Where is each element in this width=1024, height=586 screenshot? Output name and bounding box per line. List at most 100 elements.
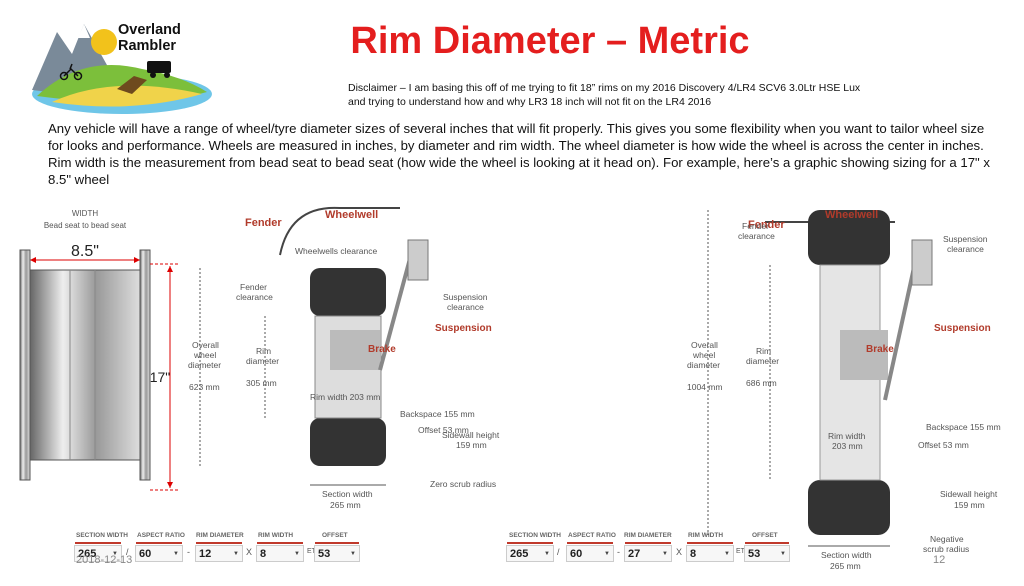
rim-diameter-line1: Rim — [256, 346, 271, 356]
offset-select[interactable]: 53▼ — [314, 542, 360, 562]
chevron-down-icon: ▼ — [233, 551, 239, 557]
rim-width-label: Rim width 203 mm — [310, 392, 380, 402]
brake-label: Brake — [368, 344, 396, 355]
logo-text-line1: Overland — [118, 22, 181, 38]
offset-header: OFFSET — [322, 532, 348, 539]
rim-diameter-header: RIM DIAMETER — [196, 532, 244, 539]
fender-clearance-1-r: Fender — [742, 221, 769, 231]
slash-separator-r: / — [557, 547, 560, 557]
aspect-ratio-header: ASPECT RATIO — [137, 532, 185, 539]
rim-diameter-line2: diameter — [246, 356, 279, 366]
section-width-line2: 265 mm — [330, 500, 361, 510]
chevron-down-icon: ▼ — [544, 551, 550, 557]
slide-date: 2018-12-13 — [76, 554, 133, 566]
rim-diameter-line2-r: diameter — [746, 356, 779, 366]
dash-separator: - — [187, 547, 190, 557]
offset-select-r[interactable]: 53▼ — [744, 542, 790, 562]
fender-clearance-1: Fender — [240, 282, 267, 292]
disclaimer-line1: Disclaimer – I am basing this off of me … — [348, 82, 861, 94]
aspect-ratio-select-r[interactable]: 60▼ — [566, 542, 614, 562]
rim-width-line1-r: Rim width — [828, 431, 866, 441]
chevron-down-icon: ▼ — [112, 551, 118, 557]
section-width-header-r: SECTION WIDTH — [509, 532, 561, 539]
offset-label: Offset 53 mm — [418, 425, 469, 435]
overall-line2-r: wheel — [692, 350, 715, 360]
x-separator-r: X — [676, 547, 683, 557]
page-title: Rim Diameter – Metric — [350, 20, 750, 62]
et-separator-r: ET — [736, 548, 745, 555]
rim-width-line2-r: 203 mm — [832, 441, 863, 451]
aspect-ratio-header-r: ASPECT RATIO — [568, 532, 616, 539]
section-width-line2-r: 265 mm — [830, 561, 861, 571]
sidewall-line2-r: 159 mm — [954, 500, 985, 510]
chevron-down-icon: ▼ — [780, 551, 786, 557]
negative-scrub-line2: scrub radius — [923, 544, 969, 554]
section-width-header: SECTION WIDTH — [76, 532, 128, 539]
sidewall-line1-r: Sidewall height — [940, 489, 998, 499]
chevron-down-icon: ▼ — [724, 551, 730, 557]
rim-height-value: 17" — [150, 369, 171, 385]
dash-separator-r: - — [617, 547, 620, 557]
rim-diameter-value-r: 686 mm — [746, 378, 777, 388]
rim-diameter-select-r[interactable]: 27▼ — [624, 542, 672, 562]
rim-width-graphic: WIDTH Bead seat to bead seat 8.5" 17" — [19, 209, 180, 491]
logo-text-line2: Rambler — [118, 38, 177, 54]
chevron-down-icon: ▼ — [294, 551, 300, 557]
wheelwells-clearance-label: Wheelwells clearance — [295, 246, 377, 256]
rim-diameter-line1-r: Rim — [756, 346, 771, 356]
negative-scrub-line1: Negative — [930, 534, 964, 544]
offset-header-r: OFFSET — [752, 532, 778, 539]
offset-label-r: Offset 53 mm — [918, 440, 969, 450]
rim-width-header: RIM WIDTH — [258, 532, 294, 539]
rim-diameter-select[interactable]: 12▼ — [195, 542, 243, 562]
fender-clearance-2-r: clearance — [738, 231, 775, 241]
rim-width-select-r[interactable]: 8▼ — [686, 542, 734, 562]
chevron-down-icon: ▼ — [173, 551, 179, 557]
section-width-select-r[interactable]: 265▼ — [506, 542, 554, 562]
tire-selector-left: SECTION WIDTH ASPECT RATIO RIM DIAMETER … — [0, 532, 400, 566]
suspension-clearance-1-r: Suspension — [943, 234, 988, 244]
overall-line2: wheel — [193, 350, 216, 360]
overall-value: 623 mm — [189, 382, 220, 392]
rim-width-select[interactable]: 8▼ — [256, 542, 304, 562]
rim-width-title: WIDTH — [72, 209, 98, 218]
section-width-select[interactable]: 265▼ — [74, 542, 122, 562]
backspace-label-r: Backspace 155 mm — [926, 422, 1001, 432]
x-separator: X — [246, 547, 253, 557]
rim-diameter-value: 305 mm — [246, 378, 277, 388]
fender-label-r: Fender — [748, 219, 785, 231]
chevron-down-icon: ▼ — [604, 551, 610, 557]
suspension-label: Suspension — [435, 323, 492, 334]
rim-width-header-r: RIM WIDTH — [688, 532, 724, 539]
aspect-ratio-select[interactable]: 60▼ — [135, 542, 183, 562]
suspension-clearance-2-r: clearance — [947, 244, 984, 254]
tire-selector-right: SECTION WIDTH ASPECT RATIO RIM DIAMETER … — [500, 532, 820, 566]
overall-line1-r: Overall — [691, 340, 718, 350]
section-width-line1: Section width — [322, 489, 373, 499]
zero-scrub-label: Zero scrub radius — [430, 479, 496, 489]
overall-line3-r: diameter — [687, 360, 720, 370]
chevron-down-icon: ▼ — [350, 551, 356, 557]
suspension-clearance-1: Suspension — [443, 292, 488, 302]
overall-line3: diameter — [188, 360, 221, 370]
rim-width-value: 8.5" — [71, 243, 99, 260]
brake-label-r: Brake — [866, 344, 894, 355]
wheel-diagram-left: Fender Wheelwell Wheelwells clearance Fe… — [188, 206, 500, 510]
wheelwell-label: Wheelwell — [325, 209, 378, 221]
fender-label: Fender — [245, 217, 282, 229]
overland-rambler-logo — [32, 24, 212, 114]
overall-line1: Overall — [192, 340, 219, 350]
slash-separator: / — [126, 547, 129, 557]
rim-width-subtitle: Bead seat to bead seat — [44, 221, 127, 230]
overall-value-r: 1004 mm — [687, 382, 722, 392]
chevron-down-icon: ▼ — [662, 551, 668, 557]
et-separator: ET — [307, 548, 316, 555]
section-width-line1-r: Section width — [821, 550, 872, 560]
sidewall-line2: 159 mm — [456, 440, 487, 450]
rim-diameter-header-r: RIM DIAMETER — [624, 532, 672, 539]
intro-paragraph: Any vehicle will have a range of wheel/t… — [48, 121, 990, 187]
slide-number: 12 — [933, 554, 946, 566]
suspension-label-r: Suspension — [934, 323, 991, 334]
backspace-label: Backspace 155 mm — [400, 409, 475, 419]
wheel-diagram-right: Fender Wheelwell Fender clearance Suspen… — [687, 209, 1001, 571]
